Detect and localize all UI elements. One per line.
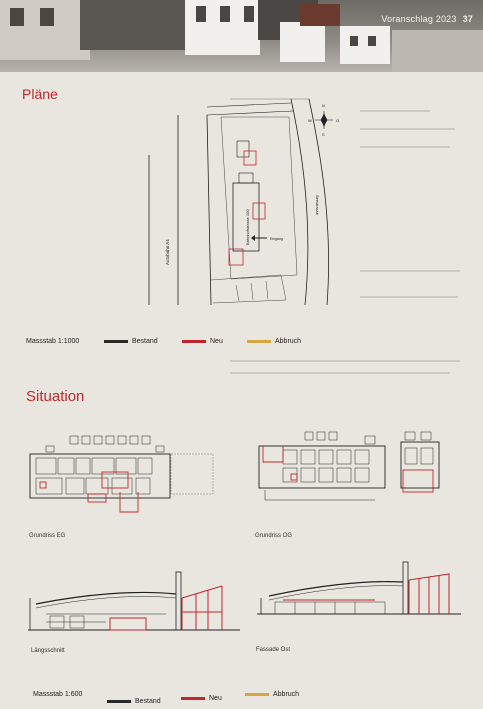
compass-w: W <box>308 118 312 123</box>
legend-bottom: Massstab 1:600 Bestand Neu Abbruch <box>33 691 333 705</box>
longitudinal-section <box>28 571 240 631</box>
legend-swatch-demolition-bottom <box>245 692 269 696</box>
caption-east-facade: Fassade Ost <box>256 647 291 653</box>
compass-n: N <box>322 103 325 108</box>
legend-bottom-item-demolition: Abbruch <box>245 691 299 698</box>
legend-top-item-new: Neu <box>182 338 223 345</box>
legend-top-item-demolition: Abbruch <box>247 338 301 345</box>
legend-label-existing-bottom: Bestand <box>135 698 161 705</box>
floor-plan-upper <box>258 431 440 501</box>
legend-label-demolition: Abbruch <box>275 338 302 345</box>
header-label: Voranschlag 2023 37 <box>381 14 473 24</box>
section-title-plans: Pläne <box>22 86 58 102</box>
legend-label-demolition-bottom: Abbruch <box>273 691 300 698</box>
section-title-situation: Situation <box>26 388 85 405</box>
legend-bottom-item-existing: Bestand <box>107 698 161 705</box>
legend-bottom-item-new: Neu <box>181 695 222 702</box>
site-plan-label-building: Bahnhofstrasse 100 <box>245 209 250 245</box>
header-title: Voranschlag 2023 <box>381 14 457 24</box>
legend-swatch-existing <box>104 339 128 343</box>
site-plan-label-road-right: Seestrasse <box>315 195 320 216</box>
legend-label-new: Neu <box>210 338 223 345</box>
caption-floor-plan-upper: Grundriss OG <box>255 533 293 539</box>
compass-o: O <box>336 118 339 123</box>
site-plan-label-road-left: Autobahn A4 <box>165 239 170 265</box>
legend-top: Massstab 1:1000 Bestand Neu Abbruch <box>26 338 326 350</box>
caption-floor-plan-ground: Grundriss EG <box>29 533 66 539</box>
legend-swatch-new <box>182 339 206 343</box>
legend-swatch-demolition <box>247 339 271 343</box>
caption-longitudinal-section: Längsschnitt <box>31 648 65 654</box>
header-photo: Voranschlag 2023 37 <box>0 0 483 72</box>
floor-plan-ground <box>29 435 214 513</box>
east-facade <box>257 561 461 615</box>
compass-s: S <box>322 132 325 137</box>
legend-bottom-scale: Massstab 1:600 <box>33 691 83 698</box>
page-number: 37 <box>462 14 473 24</box>
legend-top-scale: Massstab 1:1000 <box>26 338 80 345</box>
legend-label-new-bottom: Neu <box>209 695 222 702</box>
legend-swatch-new-bottom <box>181 696 205 700</box>
legend-top-item-existing: Bestand <box>104 338 158 345</box>
legend-swatch-existing-bottom <box>107 699 131 703</box>
legend-label-existing: Bestand <box>132 338 158 345</box>
site-plan-label-entrance: Eingang <box>270 237 283 241</box>
site-plan-drawing: Autobahn A4 Seestrasse Bahnhofstrasse 10… <box>148 98 339 306</box>
